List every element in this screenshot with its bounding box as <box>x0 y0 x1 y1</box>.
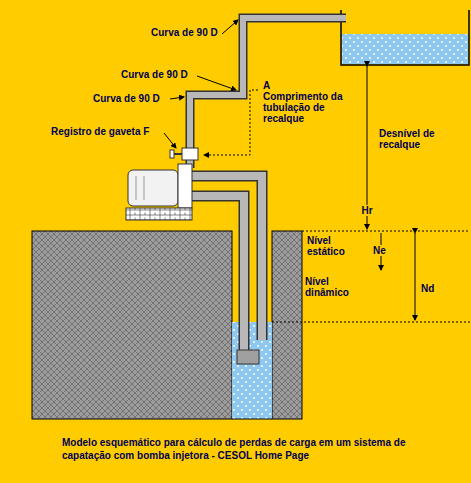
pump-base <box>126 208 192 220</box>
ground <box>272 231 302 419</box>
length-line <box>204 90 258 155</box>
annotation: Curva de 90 D <box>92 93 161 104</box>
annotation: Ne <box>372 245 387 256</box>
pump <box>178 164 192 208</box>
annotation: Desnível de recalque <box>378 128 468 150</box>
leader-line <box>222 20 238 34</box>
annotation: Nível estático <box>306 235 364 257</box>
annotation: Nível dinâmico <box>304 276 362 298</box>
gate-valve <box>182 148 198 160</box>
leader-line <box>197 76 236 90</box>
annotation: Registro de gaveta F <box>50 126 150 137</box>
motor <box>128 170 178 206</box>
caption: Modelo esquemático para cálculo de perda… <box>62 436 422 462</box>
injector <box>237 350 259 364</box>
reservoir-water <box>342 34 468 64</box>
annotation: Curva de 90 D <box>120 69 189 80</box>
leader-line <box>164 133 176 148</box>
annotation: Curva de 90 D <box>150 27 219 38</box>
dynamic-level-line <box>272 322 470 323</box>
annotation: Hr <box>360 205 373 216</box>
static-level-line <box>302 231 470 232</box>
reservoir <box>341 10 469 65</box>
annotation: Comprimento da tubulação de recalque <box>262 91 360 124</box>
leader-line <box>170 97 184 99</box>
callout-letter: A <box>262 80 271 91</box>
ground <box>32 231 232 419</box>
dimension-line <box>415 233 416 320</box>
injector-pipe <box>192 196 244 352</box>
annotation: Nd <box>420 283 435 294</box>
